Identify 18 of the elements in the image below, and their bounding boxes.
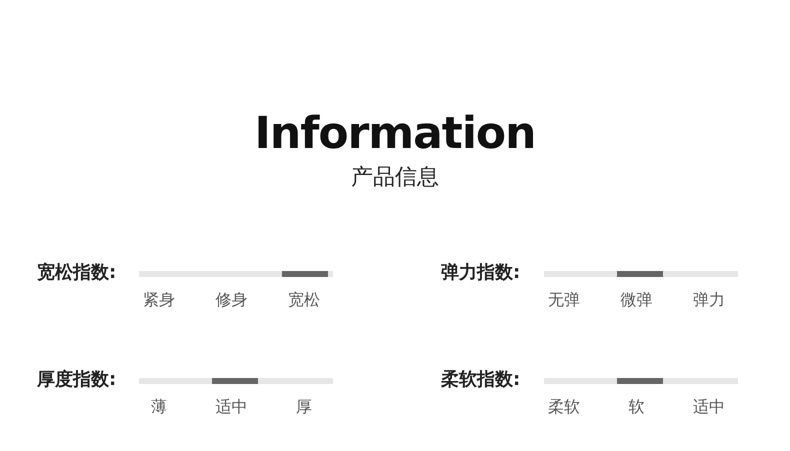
scale-option-label: 适中	[692, 397, 726, 418]
title-text: Information	[254, 108, 536, 159]
scale-option-label: 适中	[214, 397, 248, 418]
scale-name-label: 弹力指数:	[441, 261, 520, 284]
scale-option-label: 宽松	[287, 290, 321, 311]
scale-option-label: 软	[628, 397, 646, 418]
scale-option-label: 弹力	[692, 290, 726, 311]
scale-option-label: 柔软	[547, 397, 581, 418]
scale-option-label: 修身	[214, 290, 248, 311]
scale-option-label: 无弹	[547, 290, 581, 311]
scale-name-label: 宽松指数:	[37, 261, 116, 284]
scale-option-label: 紧身	[142, 290, 176, 311]
scale-option-label: 微弹	[620, 290, 654, 311]
scale-option-label: 厚	[295, 397, 313, 418]
scale-name-label: 厚度指数:	[37, 368, 116, 391]
subtitle-text: 产品信息	[350, 164, 440, 192]
scale-name-label: 柔软指数:	[441, 368, 520, 391]
scale-option-label: 薄	[150, 397, 168, 418]
